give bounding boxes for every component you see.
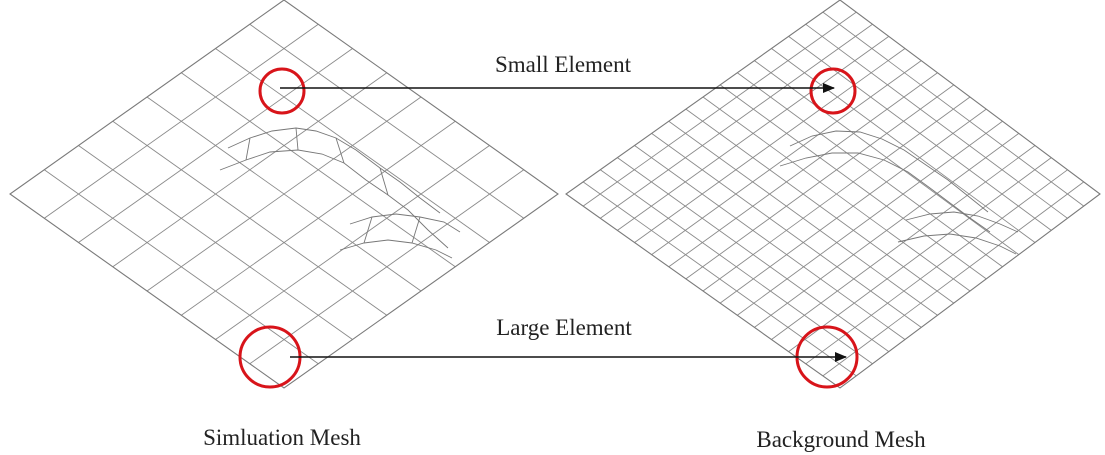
bg-grid-line-a10 xyxy=(668,120,938,316)
sim-grid-line-b5 xyxy=(181,120,456,316)
bg-grid-line-a15 xyxy=(582,181,857,377)
background-mesh-label: Background Mesh xyxy=(756,427,926,452)
bg-grid-line-b10 xyxy=(737,120,1003,316)
bg-grid-line-b11 xyxy=(754,133,1020,328)
bg-grid-line-a14 xyxy=(600,169,873,365)
bg-grid-line-b12 xyxy=(771,145,1036,340)
bg-grid-line-b14 xyxy=(805,169,1068,365)
background-mesh xyxy=(565,0,1101,389)
background-mesh-distortion xyxy=(779,130,1019,255)
small-element-circle-background xyxy=(809,67,857,115)
bg-grid-line-b8 xyxy=(702,96,971,292)
bg-grid-line-b13 xyxy=(788,157,1052,352)
bg-grid-line-b15 xyxy=(822,181,1085,377)
small-element-label: Small Element xyxy=(495,52,632,77)
sim-grid-line-b4 xyxy=(146,96,422,292)
simulation-mesh xyxy=(9,0,559,389)
sim-grid-line-b6 xyxy=(215,145,490,340)
bg-grid-line-a11 xyxy=(651,133,922,328)
sim-grid-line-a7 xyxy=(44,169,319,365)
bg-grid-line-b9 xyxy=(719,108,987,304)
simulation-mesh-label: Simluation Mesh xyxy=(203,425,361,450)
large-element-label: Large Element xyxy=(496,315,632,340)
bg-grid-line-a9 xyxy=(685,108,955,304)
small-element-circle-simulation xyxy=(258,67,306,115)
bg-grid-line-a12 xyxy=(634,145,906,340)
sim-grid-line-b7 xyxy=(249,169,525,365)
sim-grid-line-a6 xyxy=(78,145,353,340)
sim-grid-line-a5 xyxy=(112,120,388,316)
bg-grid-line-a13 xyxy=(617,157,890,352)
simulation-mesh-distortion xyxy=(219,127,461,259)
